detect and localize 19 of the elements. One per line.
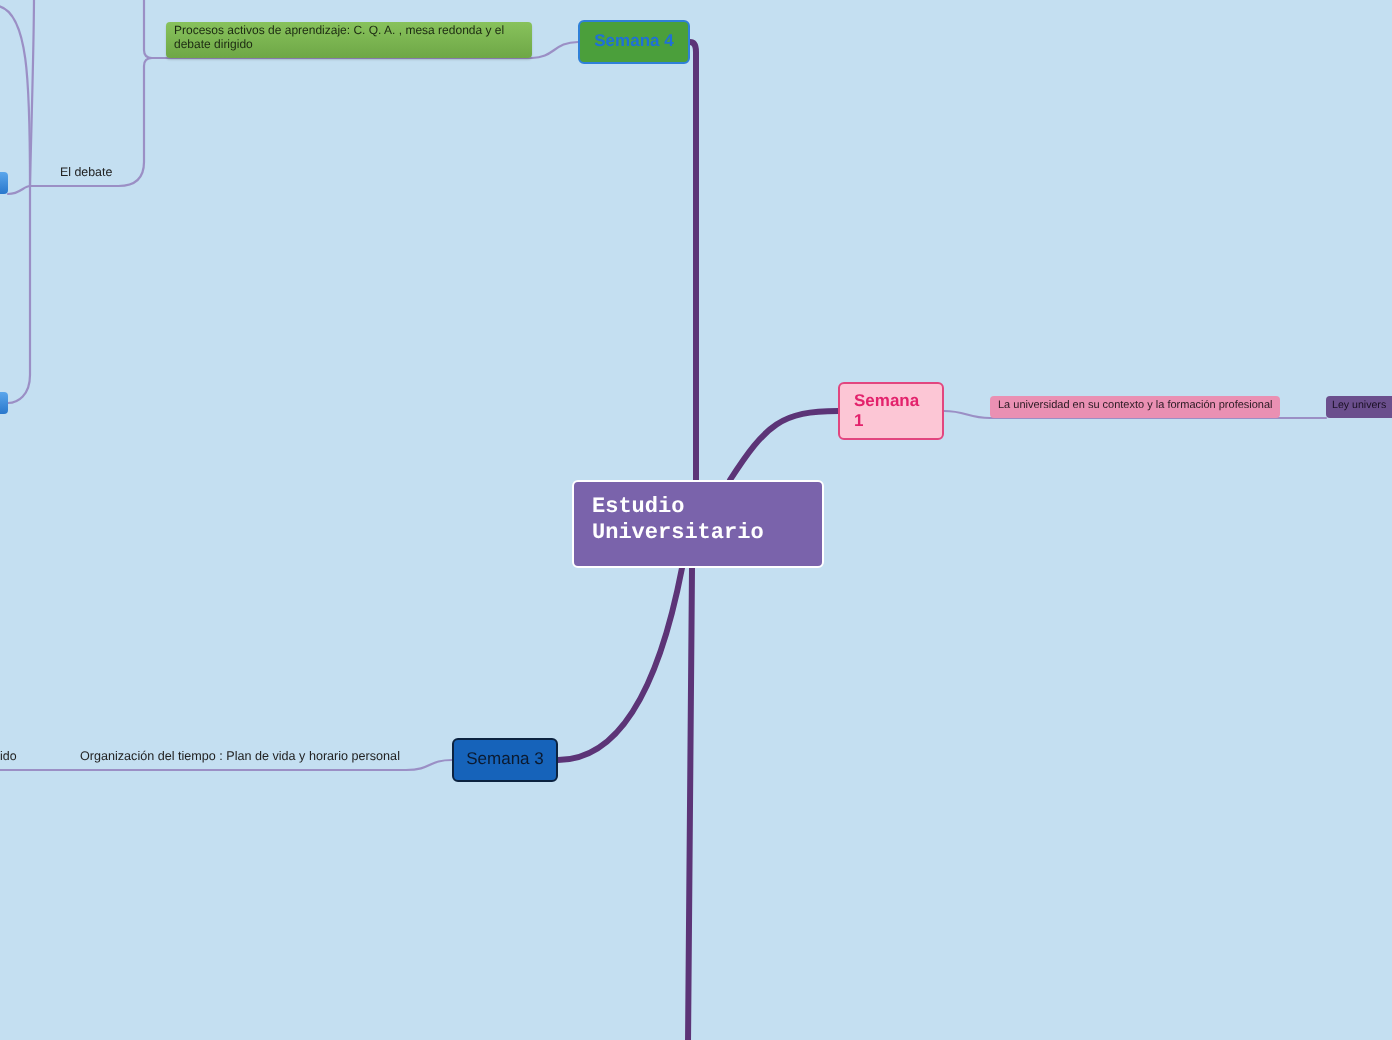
cut-off-topic-box [0,172,8,194]
branch-line [6,184,32,405]
main-branch-line [687,39,699,483]
cut-off-topic-box [0,392,8,414]
branch-line [70,758,454,772]
branch-line [988,416,1328,420]
main-branch-line [555,565,685,763]
topic-box: Semana 3 [452,738,558,782]
branch-line [164,40,580,60]
branch-line [28,56,168,188]
central-topic-box: Estudio Universitario [572,480,824,568]
branch-line [6,184,32,196]
branch-line [942,409,992,420]
main-branch-line [727,408,841,483]
branch-line [0,768,74,772]
main-branch-line [685,565,695,1040]
topic-box: Semana 1 [838,382,944,440]
branch-line [28,0,36,188]
topic-box: Semana 4 [578,20,690,64]
